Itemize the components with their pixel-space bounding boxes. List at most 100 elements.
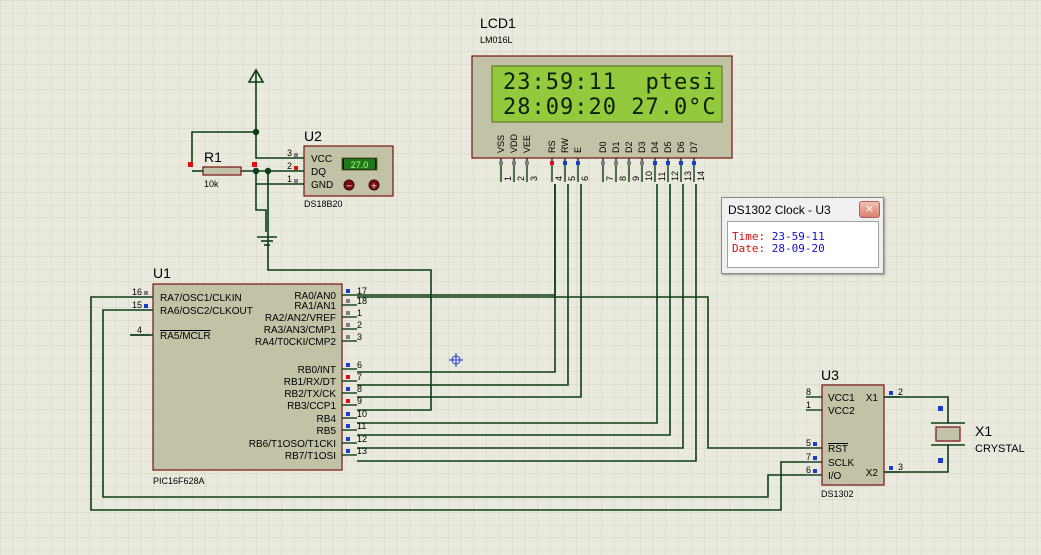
- pin-state-marker: [346, 323, 350, 327]
- pin-state-marker: [653, 161, 657, 165]
- wire-rst[interactable]: [357, 296, 806, 449]
- pin-state-marker: [294, 179, 298, 183]
- lcd-pin-name: E: [573, 147, 583, 153]
- crystal-component[interactable]: X1 CRYSTAL: [931, 406, 1025, 463]
- lcd-pin-number: 1: [503, 176, 513, 181]
- clock-readout: Time: 23-59-11 Date: 28-09-20: [727, 221, 879, 268]
- lcd-pin-name: D7: [689, 141, 699, 153]
- mcu-pin-number: 13: [357, 446, 367, 456]
- sensor-down-button[interactable]: −: [343, 179, 355, 191]
- rtc-pin-name: X1: [866, 393, 879, 404]
- pin-state-marker: [346, 449, 350, 453]
- wire-x1[interactable]: [885, 396, 949, 410]
- pin-state-marker: [144, 304, 148, 308]
- microcontroller[interactable]: U1 PIC16F628A 16RA7/OSC1/CLKIN15RA6/OSC2…: [130, 265, 367, 486]
- pin-state-marker: [813, 469, 817, 473]
- lcd-pin-number: 11: [657, 172, 667, 181]
- pin-state-marker: [346, 412, 350, 416]
- rtc-pin-number: 8: [806, 387, 811, 397]
- lcd-pin-number: 2: [516, 176, 526, 181]
- ds1302-clock-window[interactable]: DS1302 Clock - U3 × Time: 23-59-11 Date:…: [721, 197, 884, 274]
- mcu-pin-name: RA1/AN1: [294, 301, 336, 312]
- wire-d5-rb5[interactable]: [357, 184, 671, 436]
- wire-rs-rb0[interactable]: [357, 184, 556, 373]
- rtc-model: DS1302: [821, 489, 854, 499]
- lcd-pin-name: VDD: [509, 133, 519, 153]
- lcd-line-1: 23:59:11 ptesi: [503, 70, 717, 95]
- mcu-ref: U1: [153, 265, 171, 281]
- time-row: Time: 23-59-11: [732, 230, 825, 243]
- mcu-pin-number: 18: [357, 296, 367, 306]
- wire-x2[interactable]: [885, 458, 949, 473]
- mcu-pin-number: 15: [132, 300, 142, 310]
- sensor-pin-number: 2: [287, 161, 292, 171]
- lcd-component[interactable]: 23:59:11 ptesi 28:09:20 27.0°C LCD1 LM01…: [471, 15, 733, 182]
- mcu-pin-name: RA2/AN2/VREF: [265, 313, 336, 324]
- mcu-pin-name: RB2/TX/CK: [284, 389, 336, 400]
- pin-state-marker: [144, 291, 148, 295]
- pin-state-marker: [640, 161, 644, 165]
- mcu-pin-number: 2: [357, 320, 362, 330]
- svg-text:−: −: [346, 182, 353, 191]
- lcd-pin-number: 8: [618, 176, 628, 181]
- pin-state-marker: [346, 289, 350, 293]
- mcu-pin-name: RB3/CCP1: [287, 401, 336, 412]
- wire-io[interactable]: [102, 309, 806, 498]
- time-value: 23-59-11: [771, 230, 825, 243]
- mcu-pin-name: RA7/OSC1/CLKIN: [160, 293, 242, 304]
- wire-gnd-branch[interactable]: [255, 171, 267, 232]
- pin-state-high: [188, 162, 193, 167]
- power-terminal-icon: [247, 68, 265, 85]
- wire-vcc-u2[interactable]: [255, 132, 282, 159]
- pin-state-marker: [294, 166, 298, 170]
- lcd-pin-name: D3: [637, 141, 647, 153]
- lcd-line-2: 28:09:20 27.0°C: [503, 95, 717, 120]
- pin-state-marker: [679, 161, 683, 165]
- resistor-value: 10k: [204, 179, 219, 189]
- mcu-pin-number: 10: [357, 409, 367, 419]
- mcu-pin-number: 8: [357, 384, 362, 394]
- wire-d7-rb7[interactable]: [357, 184, 697, 462]
- mcu-pin-number: 17: [357, 286, 367, 296]
- rtc-pin-number: 2: [898, 387, 903, 397]
- rtc-pin-number: 7: [806, 452, 811, 462]
- wire-sclk[interactable]: [90, 296, 806, 511]
- mcu-pin-name: RA0/AN0: [294, 291, 336, 302]
- wire-rw-rb1[interactable]: [357, 184, 569, 386]
- mcu-pin-name: RB7/T1OSI: [285, 451, 336, 462]
- pin-state-marker: [550, 161, 554, 165]
- pin-state-marker: [294, 153, 298, 157]
- lcd-pin-number: 14: [696, 171, 706, 181]
- wire-vcc-r1[interactable]: [191, 85, 257, 165]
- lcd-pin-name: D6: [676, 141, 686, 153]
- lcd-pin-number: 6: [580, 176, 590, 181]
- sensor-pin-name: VCC: [311, 154, 332, 165]
- pin-state-marker: [627, 161, 631, 165]
- pin-state-marker: [346, 399, 350, 403]
- date-value: 28-09-20: [771, 242, 825, 255]
- wire-e-rb2[interactable]: [357, 184, 582, 398]
- lcd-pin-number: 10: [644, 171, 654, 181]
- rtc-pin-number: 3: [898, 462, 903, 472]
- pin-state-low: [938, 406, 943, 411]
- resistor-r1[interactable]: R1 10k: [188, 149, 257, 189]
- lcd-pin-number: 13: [683, 171, 693, 181]
- date-row: Date: 28-09-20: [732, 242, 825, 255]
- close-icon[interactable]: ×: [859, 201, 880, 218]
- mcu-pin-number: 7: [357, 372, 362, 382]
- mcu-pin-number: 3: [357, 332, 362, 342]
- pin-state-low: [938, 458, 943, 463]
- pin-state-marker: [666, 161, 670, 165]
- lcd-pin-name: VSS: [496, 135, 506, 153]
- wire-d6-rb6[interactable]: [357, 184, 684, 449]
- pin-state-marker: [813, 456, 817, 460]
- sensor-up-button[interactable]: +: [368, 179, 380, 191]
- date-label: Date:: [732, 242, 766, 255]
- wire-d4-rb4[interactable]: [357, 184, 658, 424]
- mcu-left-pins: 16RA7/OSC1/CLKIN15RA6/OSC2/CLKOUT4RA5/MC…: [130, 287, 253, 342]
- rtc-pin-number: 1: [806, 400, 811, 410]
